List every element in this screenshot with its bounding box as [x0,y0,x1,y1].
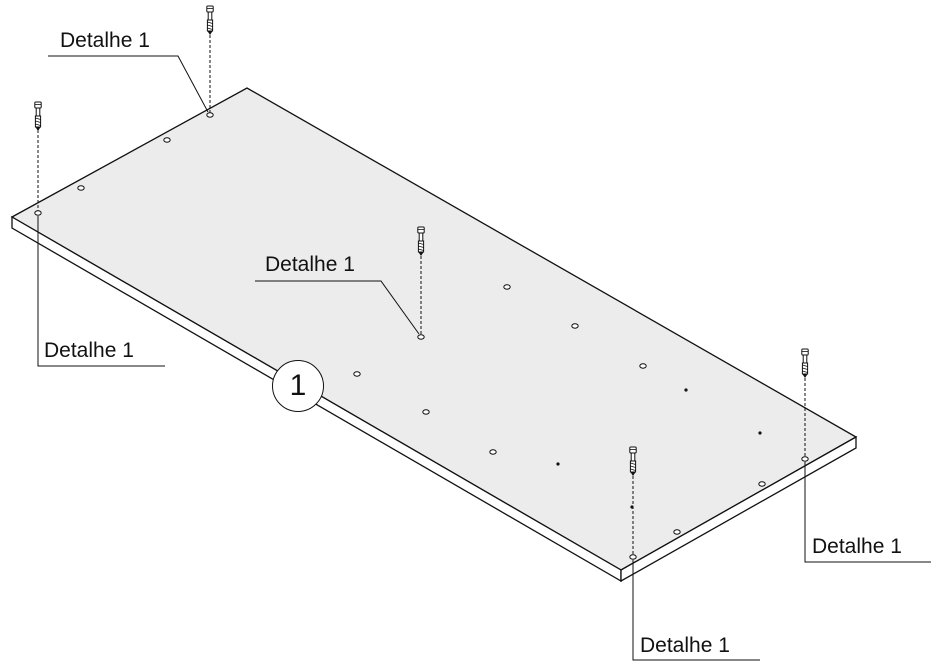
callout-label: Detalhe 1 [812,535,902,558]
hole [77,185,85,191]
leader-line [804,462,931,563]
hole [163,137,171,143]
screw-icon [629,446,637,477]
hole [571,323,579,329]
hole [417,334,425,340]
hole [639,363,647,369]
hole [34,210,42,216]
hole [503,284,511,290]
leader-lines [37,55,931,661]
panel-right-edge [620,435,857,583]
screw-icon [206,5,214,36]
callout-label: Detalhe 1 [44,339,134,362]
leader-line [37,216,165,367]
leader-line [632,560,760,661]
screw-icon [34,101,42,132]
leader-line [48,55,209,113]
panel-top-face [10,87,858,571]
insertion-guides [37,35,806,555]
screw-icon [417,226,425,257]
hole [758,481,766,487]
hole [353,371,361,377]
hole [801,456,809,462]
hole [673,529,681,535]
screw-icon [801,348,809,379]
panel-holes [34,112,809,560]
callout-label: Detalhe 1 [265,253,355,276]
pilot-hole [556,462,560,466]
part-number-badge: 1 [272,360,324,412]
leader-line [255,280,420,335]
pilot-hole [758,431,762,435]
hole [629,554,637,560]
hole [206,112,214,118]
callout-label: Detalhe 1 [640,634,730,657]
callout-label: Detalhe 1 [60,29,150,52]
hole [422,409,430,415]
pilot-hole [684,388,688,392]
hole [489,449,497,455]
